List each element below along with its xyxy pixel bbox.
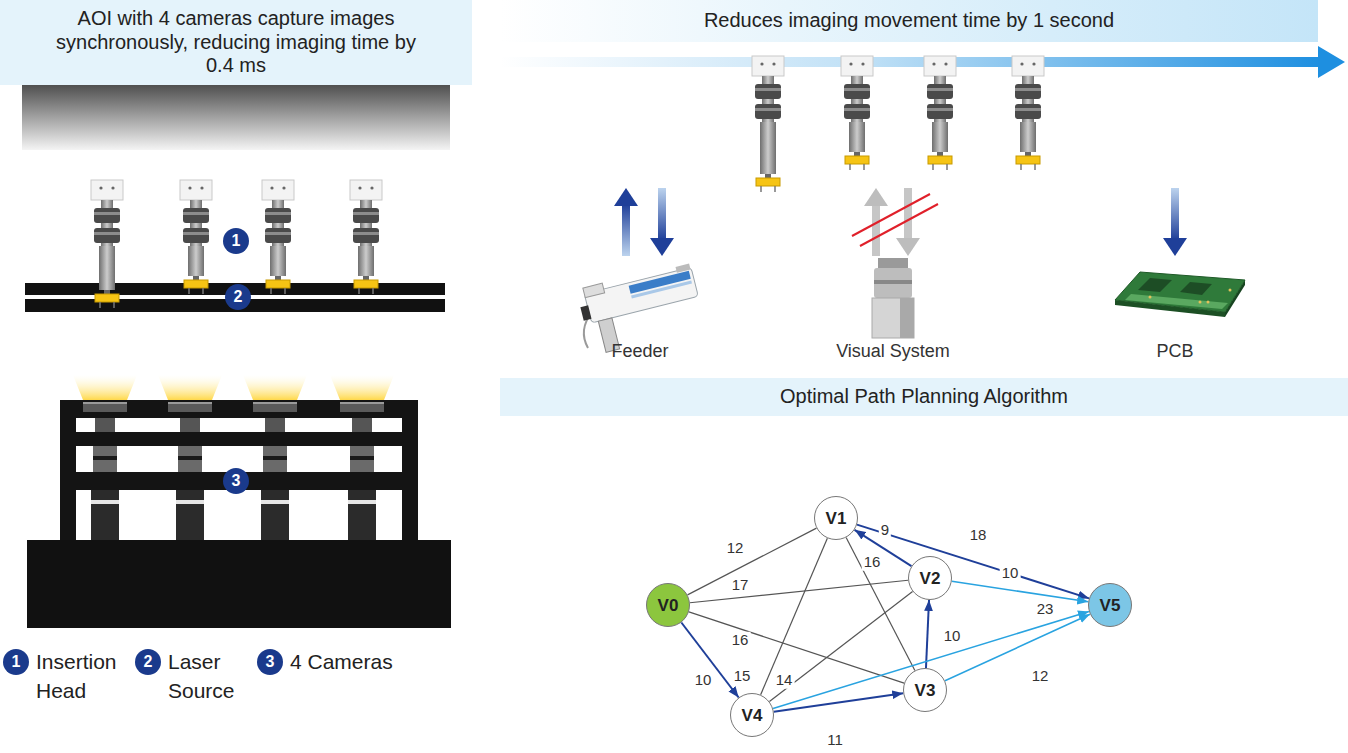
- edge-weight: 14: [774, 672, 795, 689]
- callout-number: 2: [135, 649, 161, 675]
- graph-edge: [769, 591, 912, 701]
- graph-edge: [774, 693, 903, 712]
- head-tip: [756, 144, 780, 192]
- down-arrow: [650, 188, 674, 256]
- head-extension: [99, 246, 115, 260]
- graph-edge: [846, 538, 915, 671]
- node-text: V3: [915, 682, 936, 699]
- node-text: V1: [826, 510, 847, 527]
- laser-bar: [25, 283, 445, 312]
- graph-edge: [690, 580, 908, 602]
- node-text: V0: [658, 597, 679, 614]
- callout-number: 3: [223, 468, 249, 494]
- station-caption: Feeder: [611, 341, 668, 363]
- gantry-rail: [22, 84, 450, 150]
- callout-number: 3: [257, 649, 283, 675]
- head-tip: [95, 260, 119, 308]
- insertion-heads: [752, 56, 1044, 192]
- station-caption: Visual System: [836, 341, 950, 363]
- part-name: Insertion Head: [36, 647, 117, 706]
- down-arrow: [1163, 188, 1187, 256]
- graph-vertex: V4: [730, 693, 774, 737]
- graph-edge: [926, 600, 929, 668]
- callout-number: 1: [3, 649, 29, 675]
- graph-vertex: V3: [903, 668, 947, 712]
- callout-number: 1: [223, 228, 249, 254]
- edge-weight: 10: [942, 628, 963, 645]
- edge-weight: 12: [1030, 668, 1051, 685]
- camera-rig: [27, 400, 451, 628]
- node-text: V2: [920, 570, 941, 587]
- part-name: Laser Source: [168, 647, 235, 706]
- head-tip: [928, 122, 952, 170]
- edge-weight: 10: [693, 672, 714, 689]
- edge-weight: 16: [862, 554, 883, 571]
- node-text: V5: [1100, 597, 1121, 614]
- insertion-head: [350, 180, 382, 246]
- head-extension: [760, 122, 776, 144]
- node-text: Reduces imaging movement time by 1 secon…: [704, 9, 1114, 32]
- callout-number: 2: [225, 284, 251, 310]
- graph-edge: [761, 538, 828, 695]
- up-arrow: [614, 188, 638, 256]
- head-tip: [266, 246, 290, 294]
- node-text: AOI with 4 cameras capture images synchr…: [40, 7, 432, 77]
- part-name: 4 Cameras: [290, 647, 393, 676]
- edge-weight: 10: [1000, 565, 1021, 582]
- heading-band: Optimal Path Planning Algorithm: [500, 378, 1348, 416]
- graph-edge: [945, 614, 1090, 681]
- station-caption: PCB: [1156, 341, 1193, 363]
- camera-icon: [872, 258, 914, 338]
- edge-weight: 11: [825, 732, 845, 749]
- movement-arrow: [500, 46, 1345, 78]
- graph-edge: [952, 581, 1088, 601]
- head-tip: [184, 246, 208, 294]
- start-vertex: V0: [646, 583, 690, 627]
- light-glow: [73, 375, 394, 400]
- circuit-board-icon: [1115, 272, 1245, 317]
- insertion-head: [91, 180, 123, 246]
- head-tip: [1016, 122, 1040, 170]
- skipped-arrows: [852, 188, 938, 256]
- insertion-head: [262, 180, 294, 246]
- head-tip: [354, 246, 378, 294]
- edge-weight: 23: [1035, 601, 1056, 618]
- graph-vertex: V2: [908, 556, 952, 600]
- insertion-head: [841, 56, 873, 122]
- node-text: Optimal Path Planning Algorithm: [780, 385, 1068, 408]
- graph-vertex: V1: [814, 496, 858, 540]
- edge-weight: 16: [730, 632, 751, 649]
- insertion-head: [180, 180, 212, 246]
- insertion-head: [924, 56, 956, 122]
- edge-weight: 12: [725, 540, 746, 557]
- insertion-head: [752, 56, 784, 122]
- edge-weight: 15: [732, 668, 753, 685]
- graph-edge: [773, 611, 1089, 708]
- heading-band: AOI with 4 cameras capture images synchr…: [0, 0, 472, 85]
- graph-edge: [688, 528, 817, 595]
- insertion-head: [1012, 56, 1044, 122]
- edge-weight: 17: [730, 577, 751, 594]
- node-text: V4: [742, 707, 763, 724]
- edge-weight: 9: [879, 522, 891, 539]
- edge-weight: 18: [968, 527, 989, 544]
- graph-edge: [857, 525, 1089, 599]
- end-vertex: V5: [1088, 583, 1132, 627]
- arrow-band: Reduces imaging movement time by 1 secon…: [500, 0, 1318, 42]
- head-tip: [845, 122, 869, 170]
